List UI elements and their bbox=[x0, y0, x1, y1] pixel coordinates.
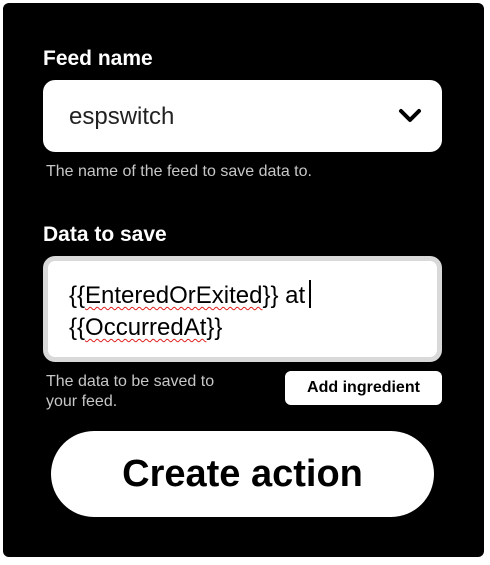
ingredient-open-braces: {{ bbox=[69, 282, 86, 309]
helper-line: The data to be saved to bbox=[46, 373, 215, 390]
ingredient-close-and-text: }} at bbox=[262, 282, 306, 309]
feed-name-select[interactable]: espswitch bbox=[43, 80, 442, 152]
ingredient-occurred-at: OccurredAt bbox=[85, 314, 207, 341]
ingredient-entered-or-exited: EnteredOrExited bbox=[85, 282, 263, 309]
feed-name-selected-value: espswitch bbox=[69, 103, 175, 130]
data-to-save-input[interactable]: {{EnteredOrExited}} at {{OccurredAt}} bbox=[43, 256, 442, 362]
feed-name-label: Feed name bbox=[43, 47, 153, 70]
ingredient-close-braces: }} bbox=[206, 314, 223, 341]
helper-line: your feed. bbox=[46, 393, 118, 410]
data-to-save-helper-text: The data to be saved to your feed. bbox=[46, 372, 276, 412]
data-to-save-label: Data to save bbox=[43, 223, 167, 246]
feed-name-helper-text: The name of the feed to save data to. bbox=[46, 163, 312, 180]
text-caret bbox=[309, 280, 312, 308]
data-to-save-value: {{EnteredOrExited}} at {{OccurredAt}} bbox=[69, 280, 421, 344]
create-action-button[interactable]: Create action bbox=[51, 431, 434, 517]
add-ingredient-button[interactable]: Add ingredient bbox=[285, 371, 442, 405]
chevron-down-icon bbox=[399, 109, 421, 122]
data-line-1: {{EnteredOrExited}} at bbox=[69, 280, 421, 312]
data-line-2: {{OccurredAt}} bbox=[69, 312, 421, 344]
ingredient-open-braces: {{ bbox=[69, 314, 86, 341]
